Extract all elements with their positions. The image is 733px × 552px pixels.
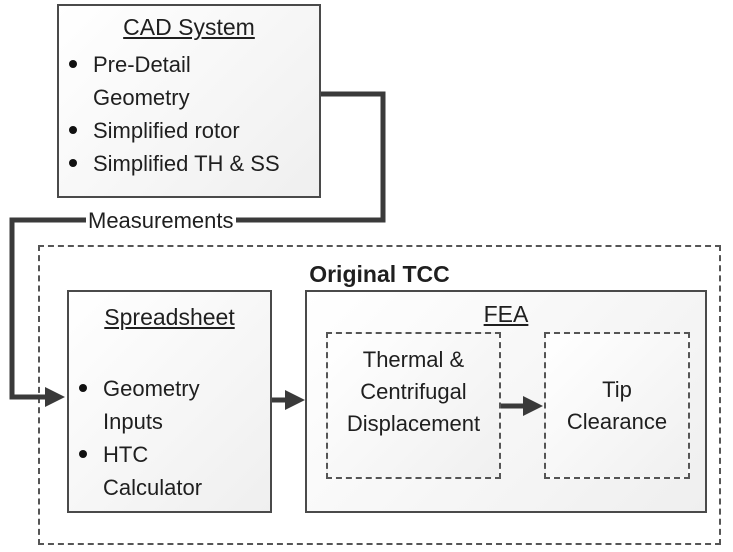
cad-item-simplified-th-ss: Simplified TH & SS: [65, 147, 315, 180]
spreadsheet-list: Geometry Inputs HTC Calculator: [75, 372, 265, 504]
spreadsheet-item-geometry-inputs: Geometry Inputs: [75, 372, 223, 438]
spreadsheet-box: Spreadsheet Geometry Inputs HTC Calculat…: [67, 290, 272, 513]
fea-title: FEA: [483, 301, 529, 327]
thermal-displacement-label: Thermal & Centrifugal Displacement: [346, 347, 481, 436]
cad-system-title: CAD System: [123, 14, 255, 40]
cad-system-list: Pre-Detail Geometry Simplified rotor Sim…: [65, 48, 315, 180]
cad-item-pre-detail-geometry: Pre-Detail Geometry: [65, 48, 233, 114]
original-tcc-title: Original TCC: [309, 261, 450, 287]
cad-system-box: CAD System Pre-Detail Geometry Simplifie…: [57, 4, 321, 198]
spreadsheet-item-htc-calculator: HTC Calculator: [75, 438, 223, 504]
measurements-label: Measurements: [86, 206, 236, 236]
cad-item-simplified-rotor: Simplified rotor: [65, 114, 315, 147]
tip-clearance-box: Tip Clearance: [544, 332, 690, 479]
thermal-displacement-box: Thermal & Centrifugal Displacement: [326, 332, 501, 479]
tip-clearance-label: Tip Clearance: [566, 377, 668, 434]
spreadsheet-title: Spreadsheet: [104, 304, 235, 330]
